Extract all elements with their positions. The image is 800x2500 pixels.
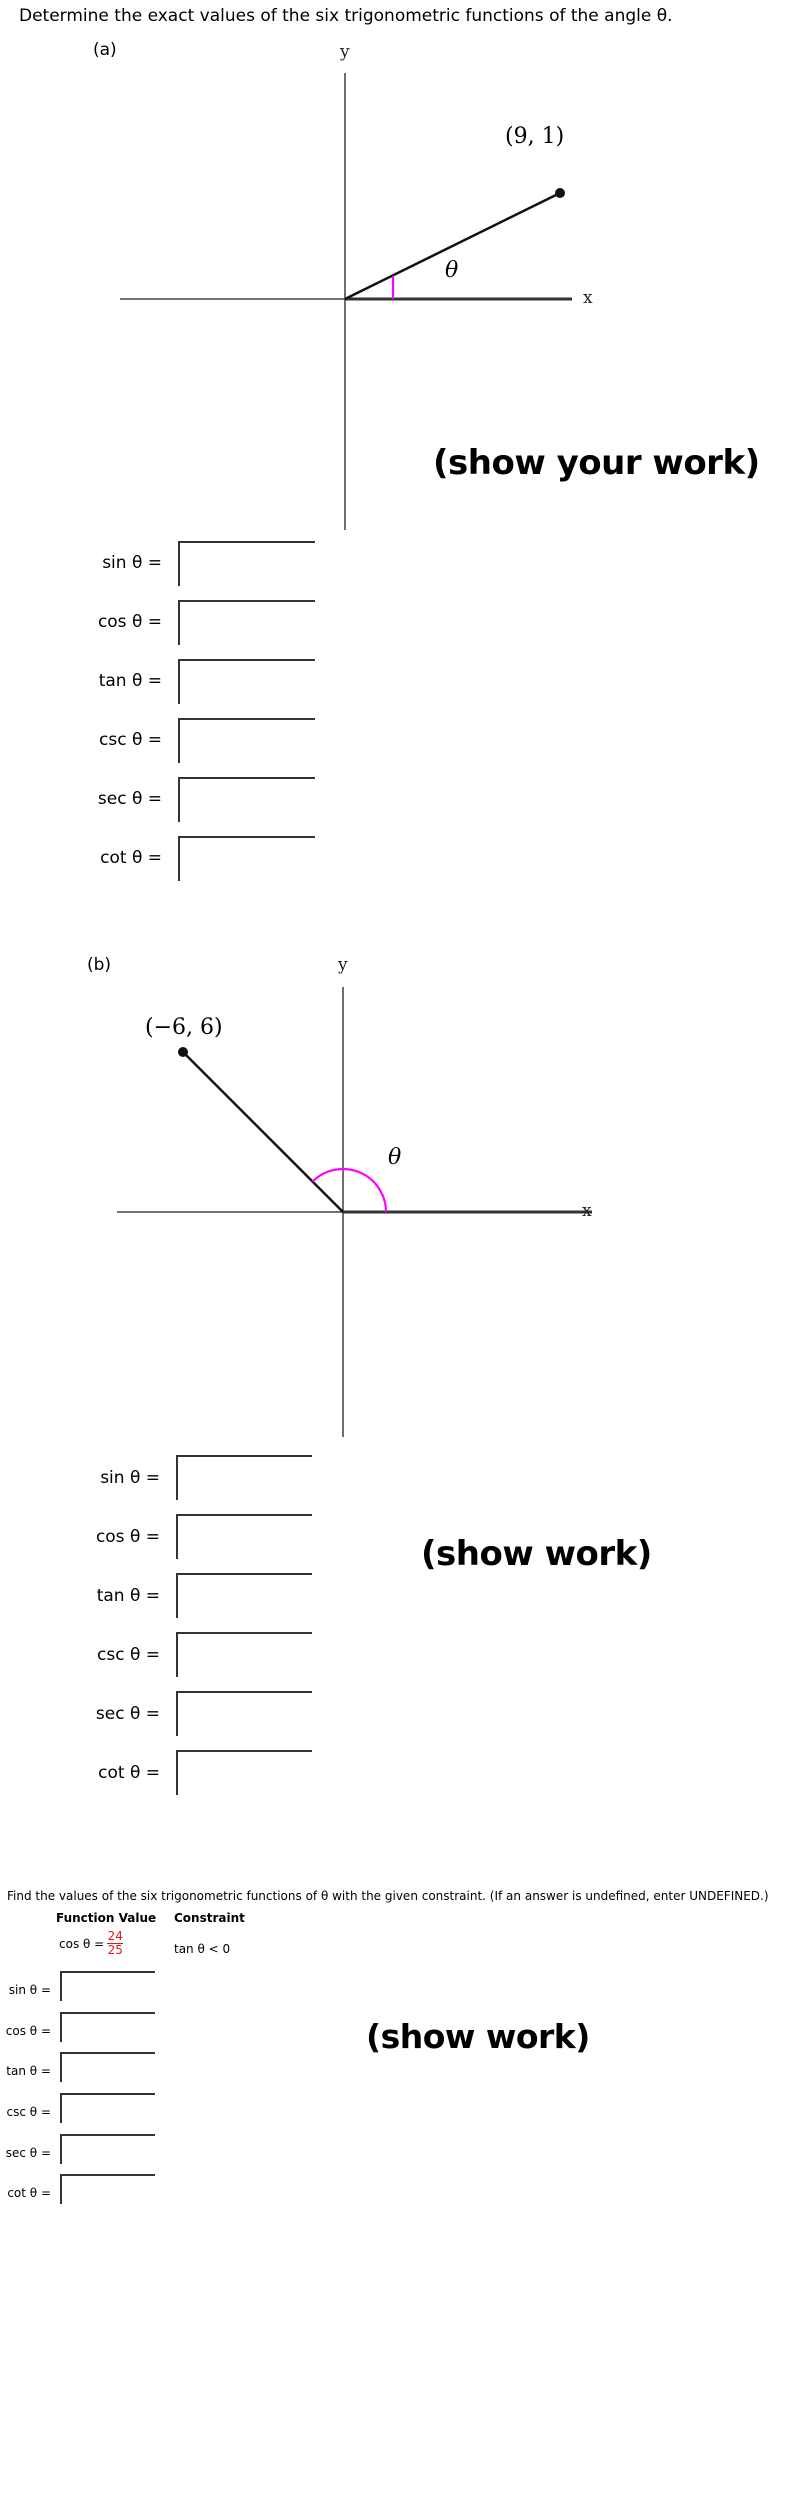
part-b-diagram [117, 987, 592, 1437]
part-b-cos-label: cos θ = [95, 1527, 160, 1547]
part-c-sec-label: sec θ = [5, 2146, 51, 2160]
part-a-show-work-note: (show your work) [433, 443, 760, 483]
part-a-csc-label: csc θ = [98, 730, 162, 750]
part-c-csc-input[interactable] [60, 2093, 155, 2123]
part-c-cot-label: cot θ = [7, 2186, 51, 2200]
part-a-csc-input[interactable] [178, 718, 315, 763]
part-b-cot-input[interactable] [176, 1750, 312, 1795]
part-c-instruction: Find the values of the six trigonometric… [7, 1889, 769, 1903]
part-b-csc-label: csc θ = [96, 1645, 160, 1665]
part-a-point-label: (9, 1) [505, 124, 565, 149]
part-b-angle-label: θ [388, 1145, 402, 1170]
part-c-header-function-value: Function Value [56, 1911, 157, 1925]
part-b-y-axis-label: y [338, 955, 348, 975]
part-c-sin-label: sin θ = [8, 1983, 51, 1997]
part-c-constraint: tan θ < 0 [174, 1942, 231, 1956]
part-c-tan-label: tan θ = [6, 2064, 51, 2078]
part-a-cot-input[interactable] [178, 836, 315, 881]
part-c-given-fraction: 24 25 [107, 1929, 124, 1957]
problem-instruction: Determine the exact values of the six tr… [19, 6, 673, 26]
part-c-cot-input[interactable] [60, 2174, 155, 2204]
part-a-sec-input[interactable] [178, 777, 315, 822]
part-a-sin-label: sin θ = [102, 553, 162, 573]
part-a-cos-label: cos θ = [97, 612, 162, 632]
part-b-point-label: (−6, 6) [145, 1015, 223, 1040]
part-c-csc-label: csc θ = [6, 2105, 51, 2119]
part-c-given-numerator: 24 [107, 1929, 123, 1943]
part-c-cos-label: cos θ = [5, 2024, 51, 2038]
part-a-label: (a) [93, 40, 117, 60]
part-a-diagram [120, 73, 572, 530]
part-c-tan-input[interactable] [60, 2052, 155, 2082]
part-c-sin-input[interactable] [60, 1971, 155, 2001]
part-b-tan-label: tan θ = [96, 1586, 160, 1606]
part-b-tan-input[interactable] [176, 1573, 312, 1618]
part-b-sin-label: sin θ = [100, 1468, 160, 1488]
part-c-header-constraint: Constraint [174, 1911, 245, 1925]
part-a-x-axis-label: x [583, 288, 593, 308]
part-b-cot-label: cot θ = [98, 1763, 160, 1783]
part-a-y-axis-label: y [340, 42, 350, 62]
part-a-cot-label: cot θ = [100, 848, 162, 868]
part-c-sec-input[interactable] [60, 2134, 155, 2164]
part-c-given-denominator: 25 [107, 1943, 123, 1957]
part-a-cos-input[interactable] [178, 600, 315, 645]
part-b-csc-input[interactable] [176, 1632, 312, 1677]
part-b-sec-input[interactable] [176, 1691, 312, 1736]
part-c-given-label: cos θ = [59, 1936, 105, 1951]
part-b-sin-input[interactable] [176, 1455, 312, 1500]
part-b-label: (b) [87, 955, 112, 975]
part-b-sec-label: sec θ = [95, 1704, 160, 1724]
part-b-cos-input[interactable] [176, 1514, 312, 1559]
part-b-x-axis-label: x [582, 1201, 592, 1221]
part-a-tan-input[interactable] [178, 659, 315, 704]
part-a-angle-label: θ [445, 258, 459, 283]
part-c-show-work-note: (show work) [366, 2017, 590, 2056]
part-a-sin-input[interactable] [178, 541, 315, 586]
part-c-given-value: cos θ = 24 25 [59, 1929, 124, 1957]
part-a-tan-label: tan θ = [98, 671, 162, 691]
part-a-sec-label: sec θ = [97, 789, 162, 809]
part-c-cos-input[interactable] [60, 2012, 155, 2042]
part-b-show-work-note: (show work) [421, 1534, 652, 1574]
